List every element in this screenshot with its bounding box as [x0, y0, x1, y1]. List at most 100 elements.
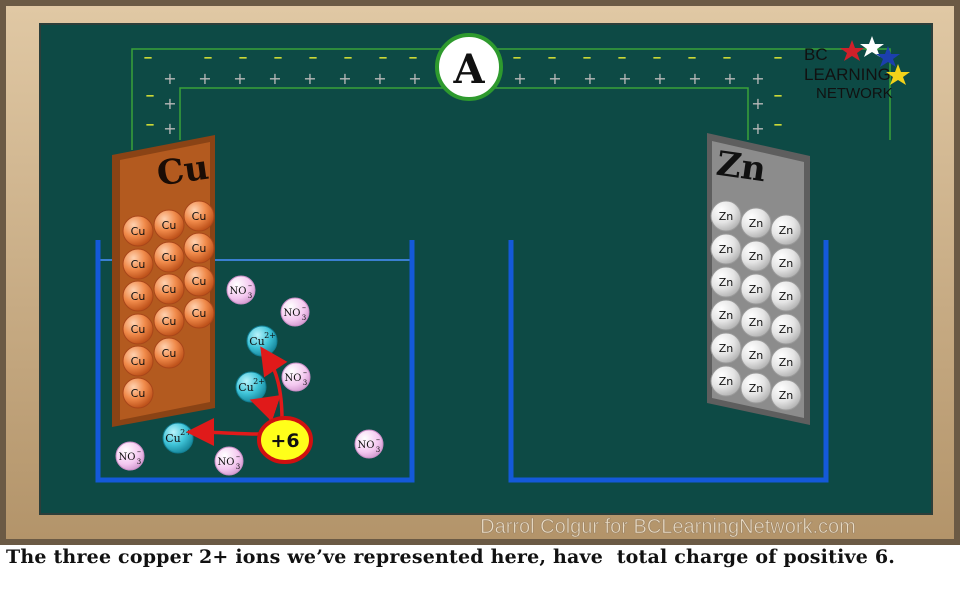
positive-charge: + — [338, 69, 351, 88]
zinc-atom — [710, 299, 742, 331]
zinc-atom-label: Zn — [719, 210, 734, 223]
nitrate-ion-subscript: 3 — [303, 379, 307, 387]
nitrate-ion — [354, 429, 384, 459]
bc-learning-network-logo: BC LEARNING NETWORK — [804, 36, 910, 102]
arrow-to-ion-1 — [186, 418, 261, 447]
logo-line1: BC — [804, 45, 828, 64]
nitrate-ion-charge: – — [376, 435, 380, 444]
copper-ion-label: Cu — [238, 381, 254, 394]
copper-atom — [122, 313, 154, 345]
negative-charge: – — [309, 47, 318, 68]
positive-charge: + — [268, 69, 281, 88]
negative-charge: – — [379, 47, 388, 68]
copper-atom-label: Cu — [162, 251, 177, 264]
copper-atom-label: Cu — [162, 315, 177, 328]
zinc-atom — [710, 233, 742, 265]
positive-charge: + — [163, 69, 176, 88]
copper-atom-label: Cu — [131, 323, 146, 336]
positive-charge: + — [303, 69, 316, 88]
copper-atom-label: Cu — [192, 307, 207, 320]
negative-charge: – — [618, 47, 627, 68]
zinc-atom-label: Zn — [779, 356, 794, 369]
copper-ion-label: Cu — [165, 432, 181, 445]
copper-atom-label: Cu — [192, 242, 207, 255]
negative-charge: – — [548, 47, 557, 68]
nitrate-ion-charge: – — [236, 452, 240, 461]
zinc-atom-label: Zn — [749, 283, 764, 296]
wire-charges: ––––––––––––––––––––++++++++++++++++++++ — [144, 47, 783, 138]
copper-atom — [183, 265, 215, 297]
copper-ion-charge: 2+ — [180, 428, 192, 437]
nitrate-ion-charge: – — [248, 281, 252, 290]
positive-charge: + — [751, 119, 764, 138]
zinc-atom-label: Zn — [749, 349, 764, 362]
negative-charge: – — [583, 47, 592, 68]
positive-charge: + — [583, 69, 596, 88]
diagram-stage: ––––––––––––––––––––++++++++++++++++++++… — [0, 0, 960, 545]
nitrate-ion-subscript: 3 — [248, 292, 252, 300]
zinc-atom — [740, 240, 772, 272]
positive-charge: + — [618, 69, 631, 88]
negative-charge: – — [409, 47, 418, 68]
negative-charge: – — [723, 47, 732, 68]
positive-charge: + — [233, 69, 246, 88]
positive-charge: + — [548, 69, 561, 88]
negative-charge: – — [204, 47, 213, 68]
nitrate-ion — [115, 441, 145, 471]
zinc-atom — [710, 200, 742, 232]
zinc-atom-label: Zn — [749, 217, 764, 230]
negative-charge: – — [146, 85, 155, 106]
copper-atom — [183, 232, 215, 264]
copper-atom — [153, 241, 185, 273]
nitrate-ion — [214, 446, 244, 476]
logo-line3: NETWORK — [816, 85, 893, 102]
zinc-atom — [770, 214, 802, 246]
copper-atom — [153, 337, 185, 369]
wire-outer — [131, 48, 891, 150]
copper-atom-label: Cu — [162, 219, 177, 232]
copper-electrode-label: Cu — [154, 148, 211, 195]
zinc-atom — [770, 346, 802, 378]
zinc-atom-label: Zn — [749, 316, 764, 329]
copper-atom — [122, 280, 154, 312]
nitrate-ion-charge: – — [302, 303, 306, 312]
nitrate-ion-label: NO — [285, 373, 302, 384]
negative-charge: – — [774, 114, 783, 135]
zinc-atom — [710, 266, 742, 298]
white-star-icon — [860, 36, 884, 57]
positive-charge: + — [751, 94, 764, 113]
zinc-atom — [740, 273, 772, 305]
copper-atom — [153, 209, 185, 241]
zinc-atom — [770, 280, 802, 312]
zinc-atom-label: Zn — [719, 342, 734, 355]
copper-atom — [122, 248, 154, 280]
nitrate-ion-label: NO — [119, 452, 136, 463]
nitrate-ion-subscript: 3 — [137, 458, 141, 466]
zinc-atom — [740, 339, 772, 371]
zinc-atom-label: Zn — [719, 276, 734, 289]
zinc-atom — [770, 313, 802, 345]
positive-charge: + — [408, 69, 421, 88]
zinc-electrode-label: Zn — [714, 144, 769, 191]
zinc-atom-label: Zn — [719, 375, 734, 388]
zinc-atom — [770, 379, 802, 411]
positive-charge: + — [723, 69, 736, 88]
nitrate-ion — [280, 297, 310, 327]
zinc-atom — [710, 365, 742, 397]
positive-charge: + — [688, 69, 701, 88]
beaker-right — [508, 240, 829, 483]
zinc-atom-label: Zn — [719, 243, 734, 256]
positive-charge: + — [163, 94, 176, 113]
nitrate-ion-label: NO — [218, 457, 235, 468]
zinc-atom — [740, 207, 772, 239]
nitrate-ion-label: NO — [358, 440, 375, 451]
copper-atom-label: Cu — [162, 347, 177, 360]
copper-atom-label: Cu — [192, 210, 207, 223]
copper-atom-label: Cu — [131, 225, 146, 238]
positive-charge: + — [653, 69, 666, 88]
